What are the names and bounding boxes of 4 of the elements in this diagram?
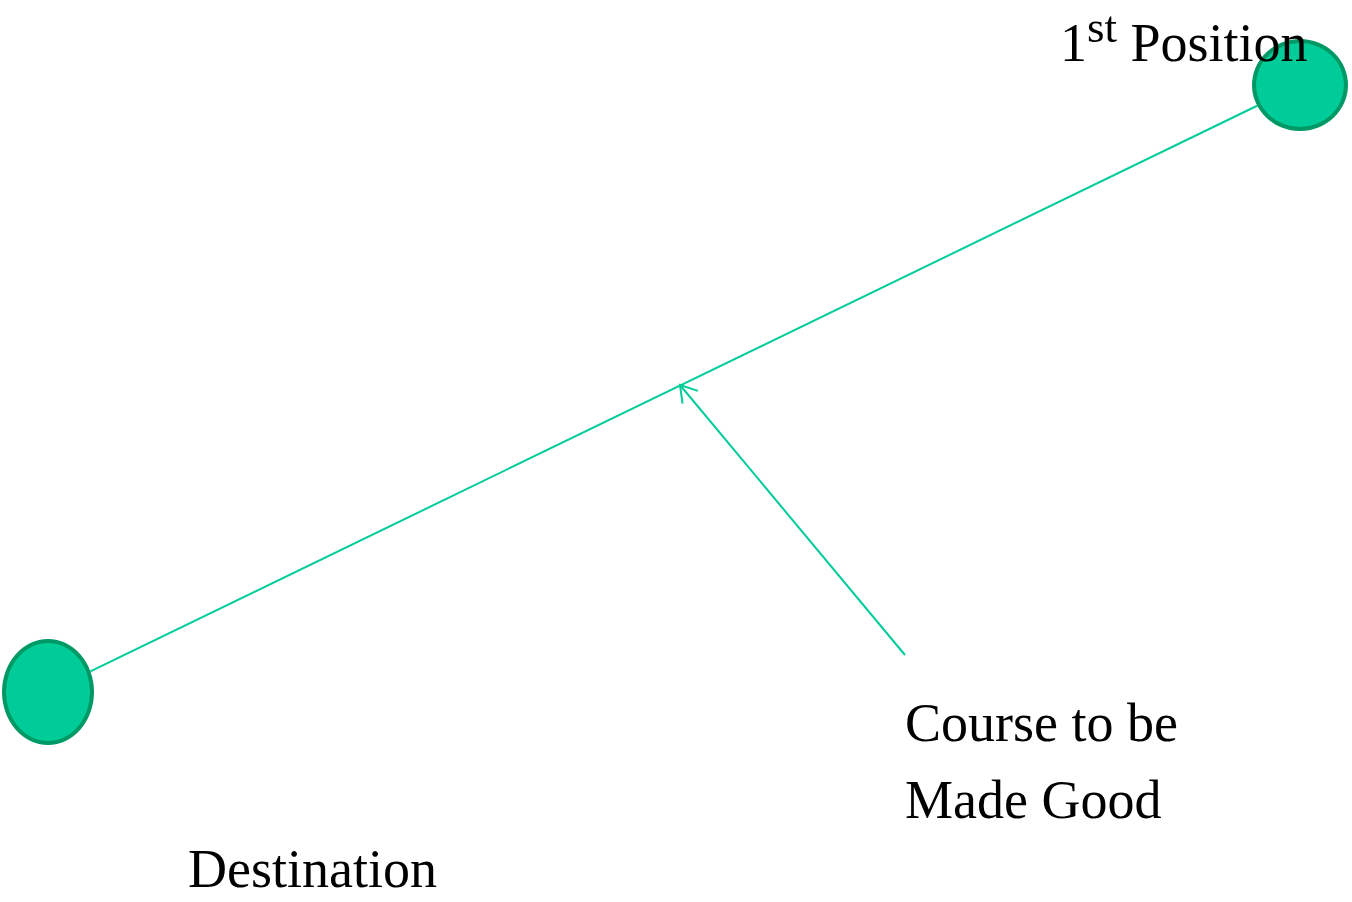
leader-line [679,384,906,656]
callout-text: Course to be Made Good [905,655,1245,839]
point-label: Destination [188,842,437,896]
point-label: 1$^{st}$ Position [1060,5,1308,70]
